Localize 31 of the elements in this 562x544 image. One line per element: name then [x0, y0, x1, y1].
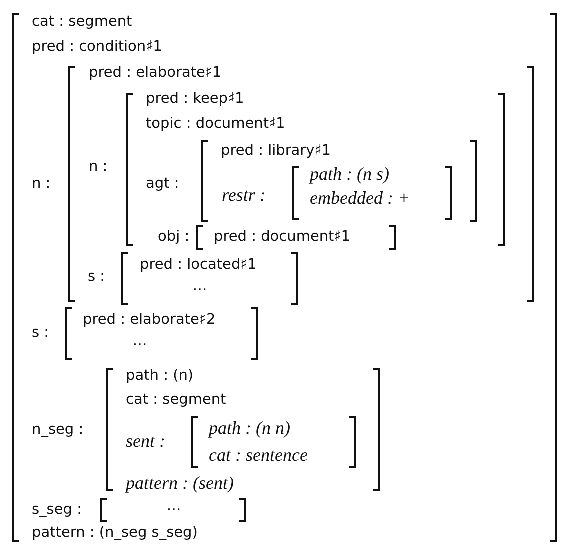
- feature-value-text: cat : segment: [32, 13, 132, 31]
- feature-value-text: pattern : (sent): [126, 473, 234, 493]
- feature-label: s :: [32, 324, 50, 342]
- feature-label: s :: [88, 268, 106, 286]
- feature-label: obj :: [158, 228, 190, 246]
- feature-value-text: cat : segment: [126, 391, 226, 409]
- feature-value-text: topic : document♯1: [146, 115, 286, 133]
- feature-label: n :: [32, 175, 51, 193]
- feature-label: restr :: [222, 185, 266, 205]
- feature-label: s_seg :: [32, 501, 82, 519]
- feature-value-text: path : (n n): [209, 418, 290, 438]
- feature-value-text: path : (n s): [310, 164, 390, 184]
- ellipsis: ⋯: [166, 501, 182, 519]
- feature-label: n :: [89, 158, 108, 176]
- feature-value-text: pred : library♯1: [221, 142, 331, 160]
- feature-value-text: pred : located♯1: [140, 256, 257, 274]
- matrix-bracket: [12, 13, 557, 542]
- feature-label: sent :: [126, 431, 166, 451]
- feature-value-text: pred : elaborate♯1: [89, 64, 222, 82]
- feature-value-text: cat : sentence: [209, 445, 308, 465]
- feature-label: agt :: [146, 175, 180, 193]
- feature-value-text: pred : document♯1: [214, 228, 350, 246]
- ellipsis: ⋯: [192, 281, 208, 299]
- feature-value-text: pred : keep♯1: [146, 90, 244, 108]
- feature-label: n_seg :: [32, 421, 84, 439]
- feature-value-text: pattern : (n_seg s_seg): [32, 524, 198, 542]
- ellipsis: ⋯: [132, 336, 148, 354]
- feature-value-text: pred : condition♯1: [32, 38, 162, 56]
- feature-value-text: pred : elaborate♯2: [83, 311, 216, 329]
- feature-value-text: path : (n): [126, 367, 194, 385]
- feature-value-text: embedded : +: [310, 188, 410, 208]
